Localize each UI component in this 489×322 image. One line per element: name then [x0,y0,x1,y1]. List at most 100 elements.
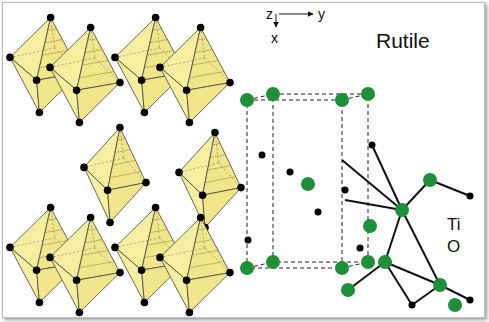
bond [385,210,402,262]
hidden-edge [84,158,124,168]
face-hatch [195,50,212,53]
titanium-atom [341,283,355,297]
hidden-edge [120,128,124,158]
octahedron-face [50,67,79,122]
oxygen-atom [76,119,84,127]
oxygen-atom [467,193,474,200]
unit-cell [240,87,376,275]
oxygen-atom [199,191,207,199]
hidden-edge [95,58,120,83]
titanium-atom [335,93,349,107]
face-hatch [205,177,236,183]
oxygen-atom [87,214,95,222]
octahedron-face [108,183,146,223]
hidden-edge [51,18,55,48]
oxygen-atom [87,24,95,32]
oxygen-atom [111,54,119,62]
oxygen-atom [197,214,205,222]
hidden-edge [91,218,95,248]
face-hatch [147,51,173,56]
oxygen-atom [211,129,219,137]
hidden-edge [51,208,55,238]
oxygen-atom [259,152,266,159]
oxygen-atom [116,269,124,277]
oxygen-atom [138,266,146,274]
oxygen-atom [142,179,150,187]
octahedron-face [77,218,120,281]
figure-title: Rutile [376,30,430,51]
octahedron-face [77,83,120,123]
octahedron [156,24,234,127]
hidden-edge [160,58,205,68]
oxygen-atom [152,204,160,212]
oxygen-atom [46,254,54,262]
titanium-atom [378,255,392,269]
face-hatch [82,251,108,256]
hidden-edge [115,48,160,58]
hidden-edge [10,48,55,58]
bond-chain [341,145,474,312]
oxygen-atom [141,109,149,117]
oxygen-atom [183,276,191,284]
face-hatch [189,262,224,268]
element-label: Ti [447,216,461,233]
oxygen-atom [152,14,160,22]
oxygen-atom [36,299,44,307]
oxygen-atom [76,309,84,317]
oxygen-atom [197,24,205,32]
hidden-edge [91,28,95,58]
octahedron-face [10,57,39,112]
face-hatch [48,29,57,31]
axis-label: z [266,7,273,21]
octahedron-face [203,188,241,228]
oxygen-atom [467,297,474,304]
hidden-edge [124,158,146,183]
oxygen-atom [111,244,119,252]
octahedron-face [115,57,144,112]
face-hatch [79,72,114,78]
oxygen-atom [36,109,44,117]
oxygen-atom [226,269,234,277]
octahedron-face [187,28,230,91]
face-hatch [82,61,108,66]
oxygen-atom [46,64,54,72]
octahedron-face [108,128,146,191]
hidden-edge [50,248,95,258]
octahedron-face [77,28,120,91]
axis-label: y [318,7,325,21]
oxygen-atom [73,86,81,94]
titanium-atom [240,261,254,275]
face-hatch [153,219,162,221]
oxygen-atom [47,14,55,22]
oxygen-atom [116,79,124,87]
oxygen-atom [33,76,41,84]
octahedron-face [187,218,230,281]
oxygen-atom [80,164,88,172]
oxygen-atom [47,204,55,212]
octahedron [156,214,234,317]
oxygen-atom [357,245,364,252]
face-hatch [110,172,141,178]
hidden-edge [205,58,230,83]
titanium-atom [266,255,280,269]
oxygen-atom [175,169,183,177]
bond [342,160,402,210]
face-hatch [198,229,207,231]
face-hatch [45,230,62,233]
oxygen-atom [186,309,194,317]
oxygen-atom [106,219,114,227]
oxygen-atom [237,184,245,192]
hidden-edge [115,238,160,248]
hidden-edge [201,28,205,58]
hidden-edge [179,163,219,173]
face-hatch [115,150,130,153]
octahedron-face [10,247,39,302]
hidden-edge [205,248,230,273]
face-hatch [192,251,218,256]
face-hatch [147,241,173,246]
hidden-edge [160,248,205,258]
oxygen-atom [315,209,322,216]
cell-edge [273,94,368,262]
oxygen-atom [226,79,234,87]
